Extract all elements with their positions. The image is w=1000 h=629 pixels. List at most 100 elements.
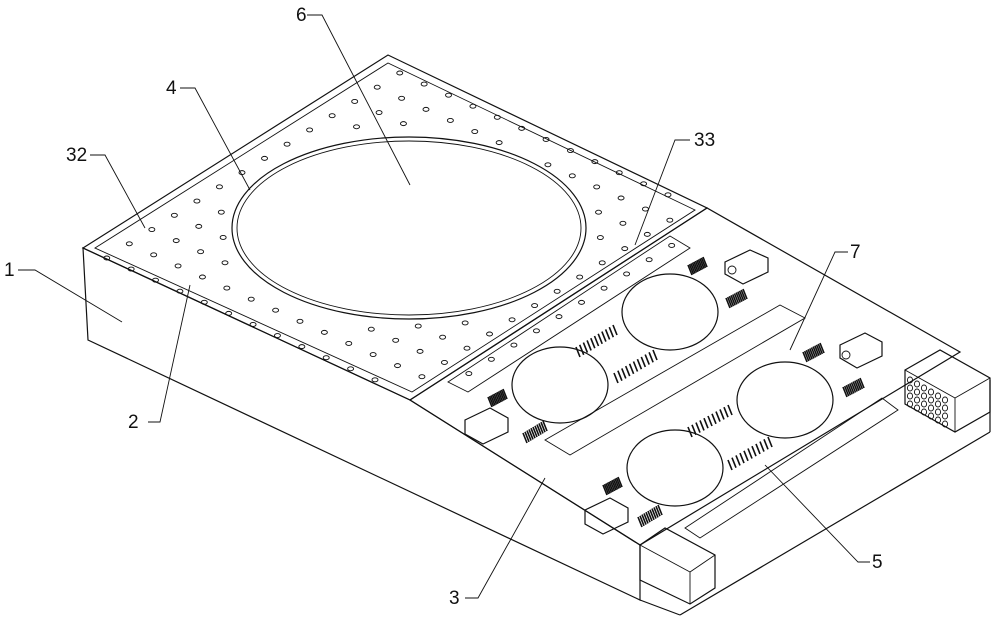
- hole: [284, 142, 290, 146]
- hole: [597, 236, 603, 240]
- spring: [803, 343, 824, 362]
- hole: [397, 71, 403, 75]
- end-caps: [640, 350, 990, 604]
- hole: [622, 247, 628, 251]
- hole: [374, 85, 380, 89]
- hole: [297, 319, 303, 323]
- label-1: 1: [4, 260, 15, 281]
- hole: [262, 156, 268, 160]
- hole: [307, 128, 313, 132]
- hole: [642, 207, 648, 211]
- hole: [511, 343, 517, 347]
- spring: [576, 325, 617, 357]
- spring: [688, 257, 707, 275]
- hole: [440, 335, 446, 339]
- hole: [415, 324, 421, 328]
- hole: [669, 243, 675, 247]
- hole: [446, 93, 452, 97]
- sliding-blocks: [465, 250, 882, 534]
- hole: [173, 239, 179, 243]
- hole: [488, 357, 494, 361]
- hole: [423, 107, 429, 111]
- hole: [417, 349, 423, 353]
- hole: [216, 185, 222, 189]
- hole: [196, 224, 202, 228]
- hole: [199, 275, 205, 279]
- hole: [577, 275, 583, 279]
- label-32: 32: [66, 145, 87, 166]
- hole: [201, 300, 207, 304]
- spring: [614, 350, 657, 383]
- hole: [464, 346, 470, 350]
- springs: [488, 257, 864, 527]
- hole: [421, 82, 427, 86]
- hole: [594, 185, 600, 189]
- hole: [556, 315, 562, 319]
- hole: [323, 356, 329, 360]
- hole: [620, 221, 626, 225]
- hole: [198, 250, 204, 254]
- spring: [603, 477, 622, 495]
- hole: [151, 253, 157, 257]
- label-6: 6: [296, 5, 307, 26]
- hole: [596, 210, 602, 214]
- hole: [226, 311, 232, 315]
- hole: [624, 272, 630, 276]
- hole: [393, 338, 399, 342]
- spring: [843, 378, 864, 397]
- hole: [494, 115, 500, 119]
- hole: [348, 367, 354, 371]
- spring: [488, 389, 507, 407]
- hole: [354, 125, 360, 129]
- hole: [171, 213, 177, 217]
- hole: [419, 375, 425, 379]
- hole: [321, 330, 327, 334]
- hole: [352, 99, 358, 103]
- hole: [376, 111, 382, 115]
- hole: [248, 297, 254, 301]
- hole: [218, 210, 224, 214]
- hole: [149, 228, 155, 232]
- spring: [726, 289, 747, 308]
- hole: [395, 364, 401, 368]
- hole: [368, 327, 374, 331]
- hole: [601, 286, 607, 290]
- label-3: 3: [449, 588, 460, 609]
- hole: [667, 218, 673, 222]
- hole: [496, 141, 502, 145]
- hole: [372, 378, 378, 382]
- hole: [665, 193, 671, 197]
- hole: [487, 332, 493, 336]
- hole-array-32: [104, 71, 675, 382]
- hole: [250, 322, 256, 326]
- hole: [194, 199, 200, 203]
- hole: [554, 289, 560, 293]
- hole: [370, 353, 376, 357]
- hole: [126, 242, 132, 246]
- label-5: 5: [872, 552, 883, 573]
- hole: [579, 300, 585, 304]
- hole: [224, 286, 230, 290]
- hole: [533, 329, 539, 333]
- base-body: [83, 55, 990, 615]
- hole: [644, 232, 650, 236]
- hole: [462, 321, 468, 325]
- hole: [222, 261, 228, 265]
- hole: [274, 334, 280, 338]
- label-2: 2: [128, 412, 139, 433]
- circular-plate: [232, 137, 586, 319]
- hole: [472, 130, 478, 134]
- label-33: 33: [694, 130, 715, 151]
- hole: [299, 345, 305, 349]
- hole: [646, 258, 652, 262]
- spring: [638, 505, 662, 527]
- hole: [175, 264, 181, 268]
- hole: [447, 118, 453, 122]
- hole: [220, 235, 226, 239]
- hole: [470, 104, 476, 108]
- hole: [329, 114, 335, 118]
- hole: [545, 163, 551, 167]
- label-4: 4: [166, 78, 177, 99]
